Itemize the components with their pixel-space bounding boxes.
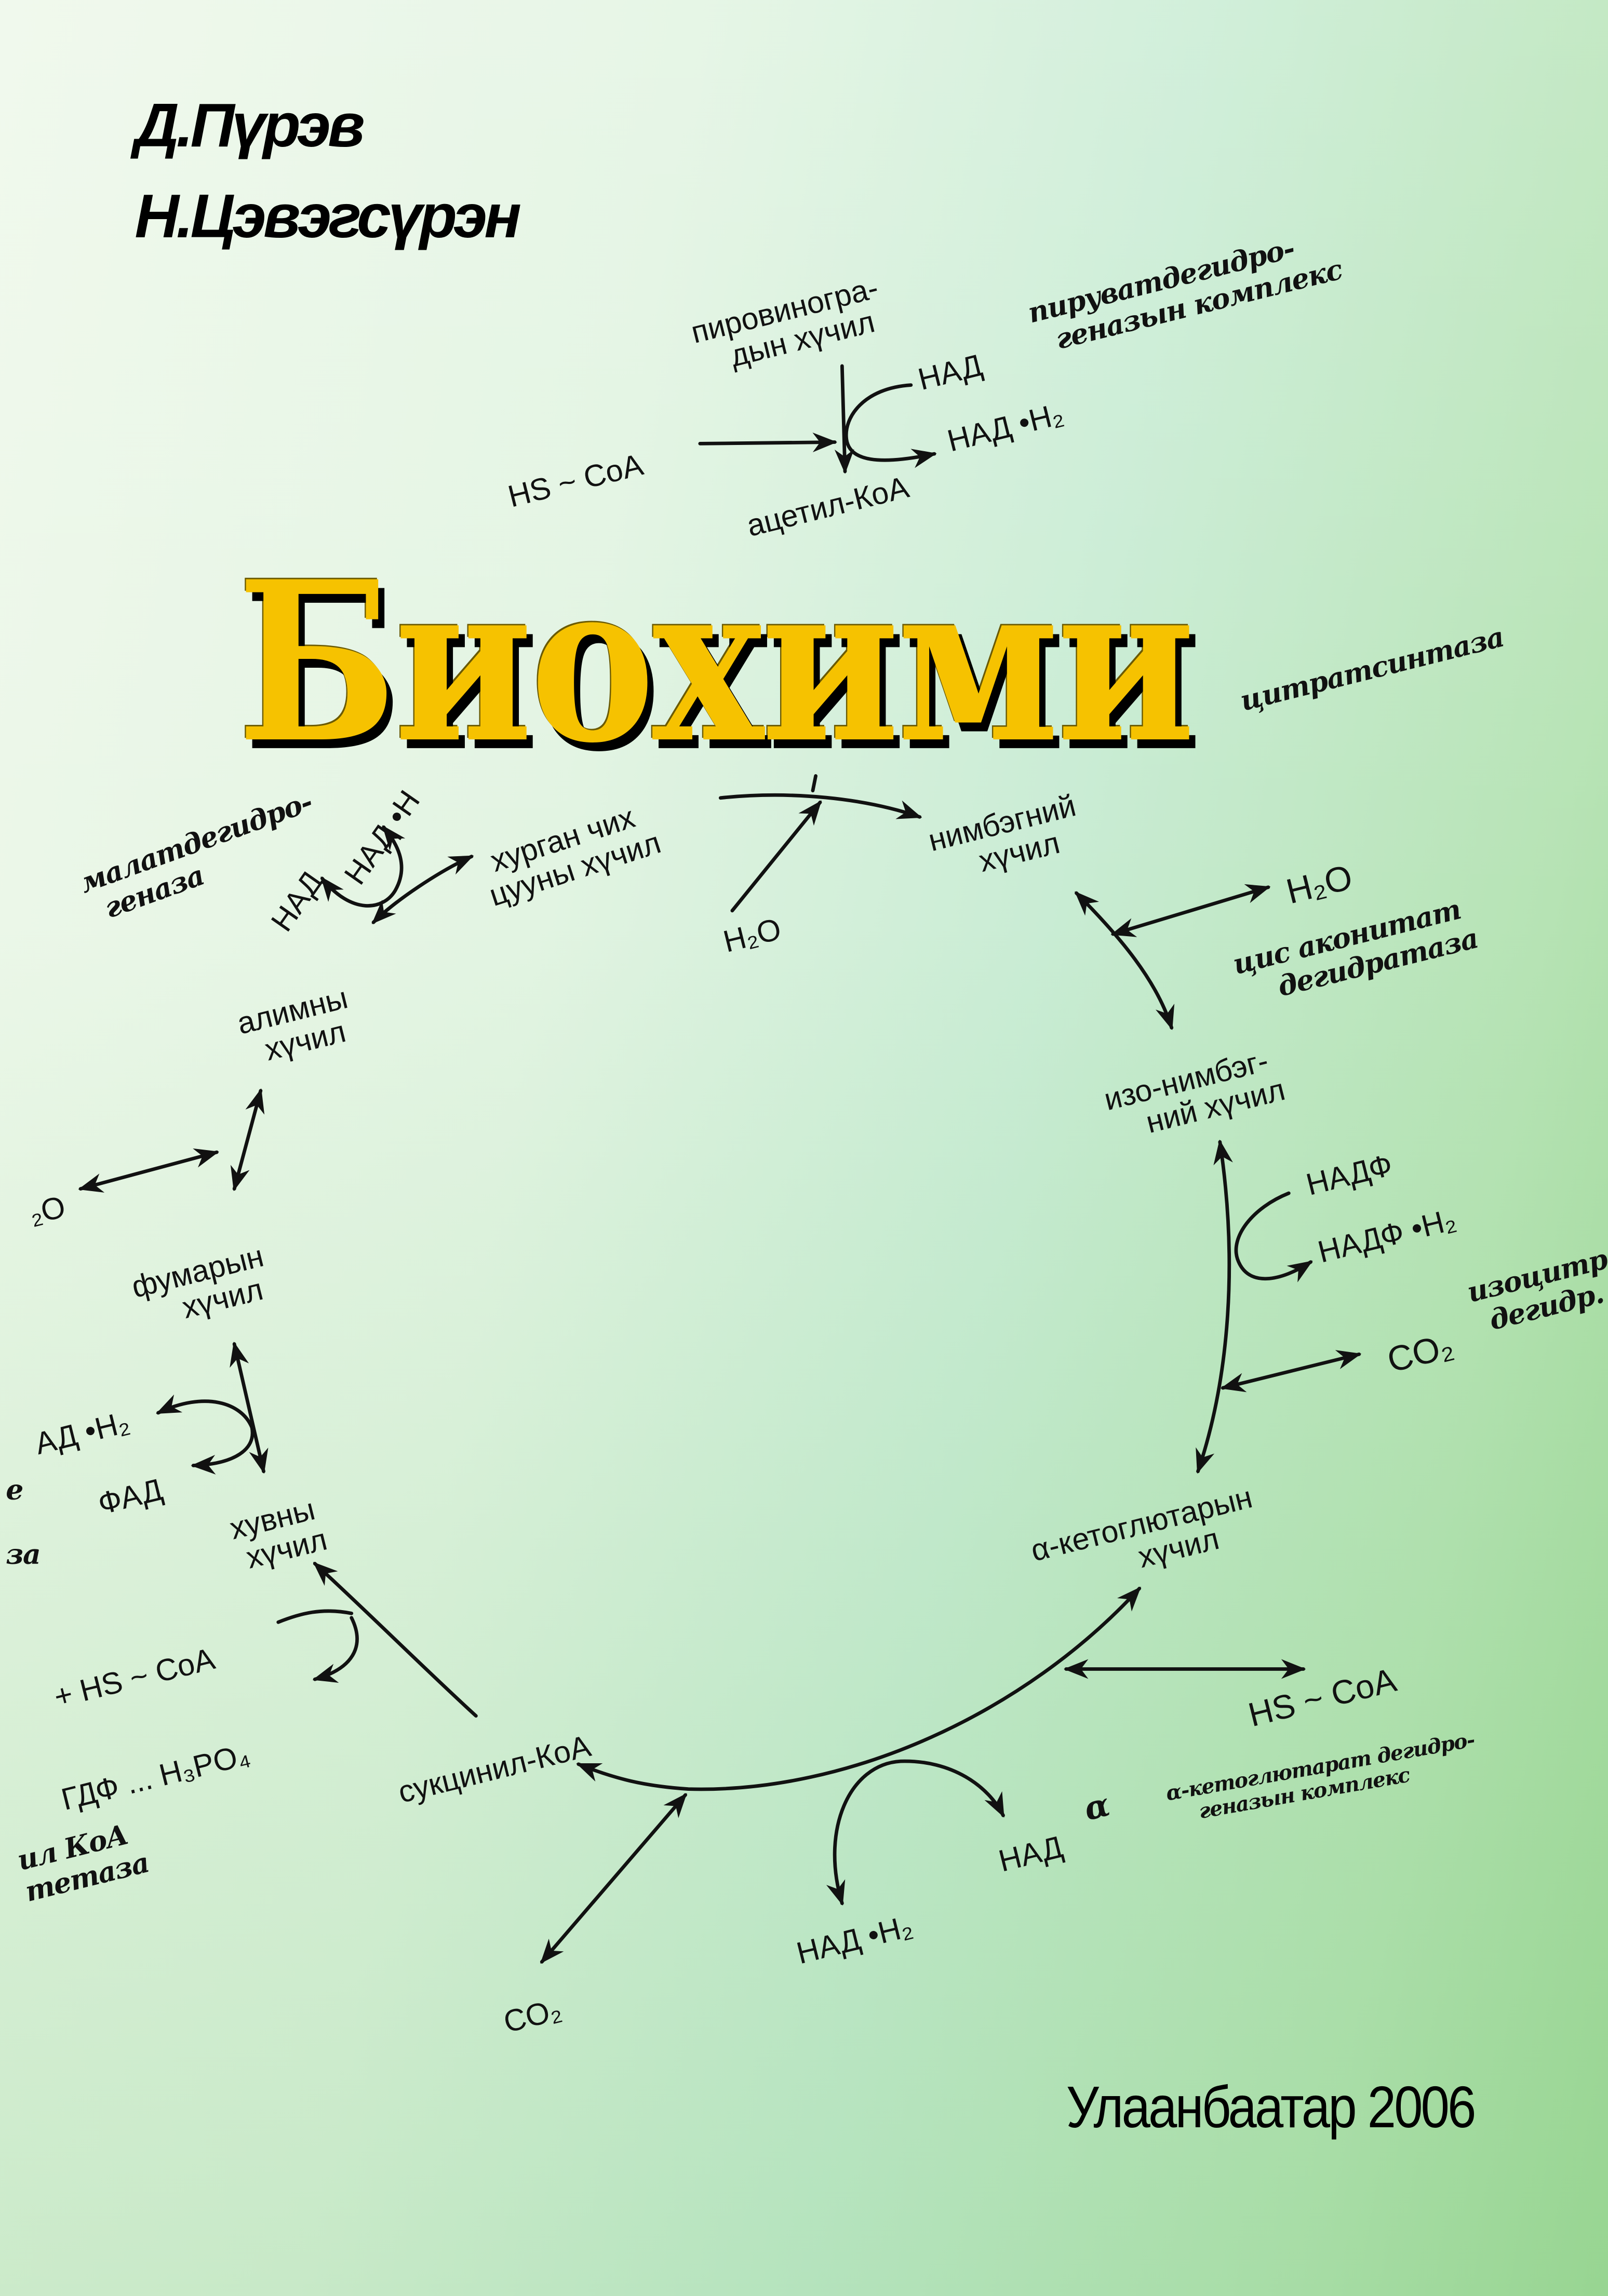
arrow-h2o-fumarase [78,1148,219,1193]
arrow-fad-loop [156,1394,254,1475]
author-2: Н.Цэвэгсүрэн [135,181,521,251]
author-1: Д.Пүрэв [135,90,365,160]
arrow-citrate-isocitrate [1075,891,1175,1030]
arrow-nadp-loop [1234,1191,1313,1282]
arrow-akg-to-succinylcoa [576,1586,1142,1791]
arrow-succinate-fumarate [230,1341,269,1474]
arrow-hscoa-sc-loop [276,1609,359,1679]
arrow-isocitrate-akg [1196,1139,1233,1474]
arrow-nad-akg-loop [826,1759,1005,1906]
label-line: за [6,1538,41,1571]
arrow-malate-oxaloacetate [371,855,474,924]
arrow-pyruvate-to-acetylcoa [834,364,854,474]
arrow-hscoa-in [698,433,837,452]
arrow-h2o-aconitase [1110,884,1271,937]
arrow-fumarate-malate [230,1088,265,1192]
enzyme-succinate-dehydrogenase: е за [6,1474,41,1572]
book-title: Биохими [237,534,1196,792]
label-line: е [6,1474,23,1507]
arrow-co2-idh [1220,1350,1362,1393]
arrow-nad-mdh-loop [320,825,406,908]
arrow-nad-loop [844,383,937,468]
imprint-place-year: Улаанбаатар 2006 [1066,2076,1477,2141]
arrow-co2-akg [540,1793,688,1964]
arrow-h2o-citrate [730,800,822,913]
arrow-succinylcoa-succinate [313,1562,478,1718]
arrow-oxaloacetate-to-citrate [718,793,922,819]
arrow-acetylcoa-to-cycle [811,774,818,793]
